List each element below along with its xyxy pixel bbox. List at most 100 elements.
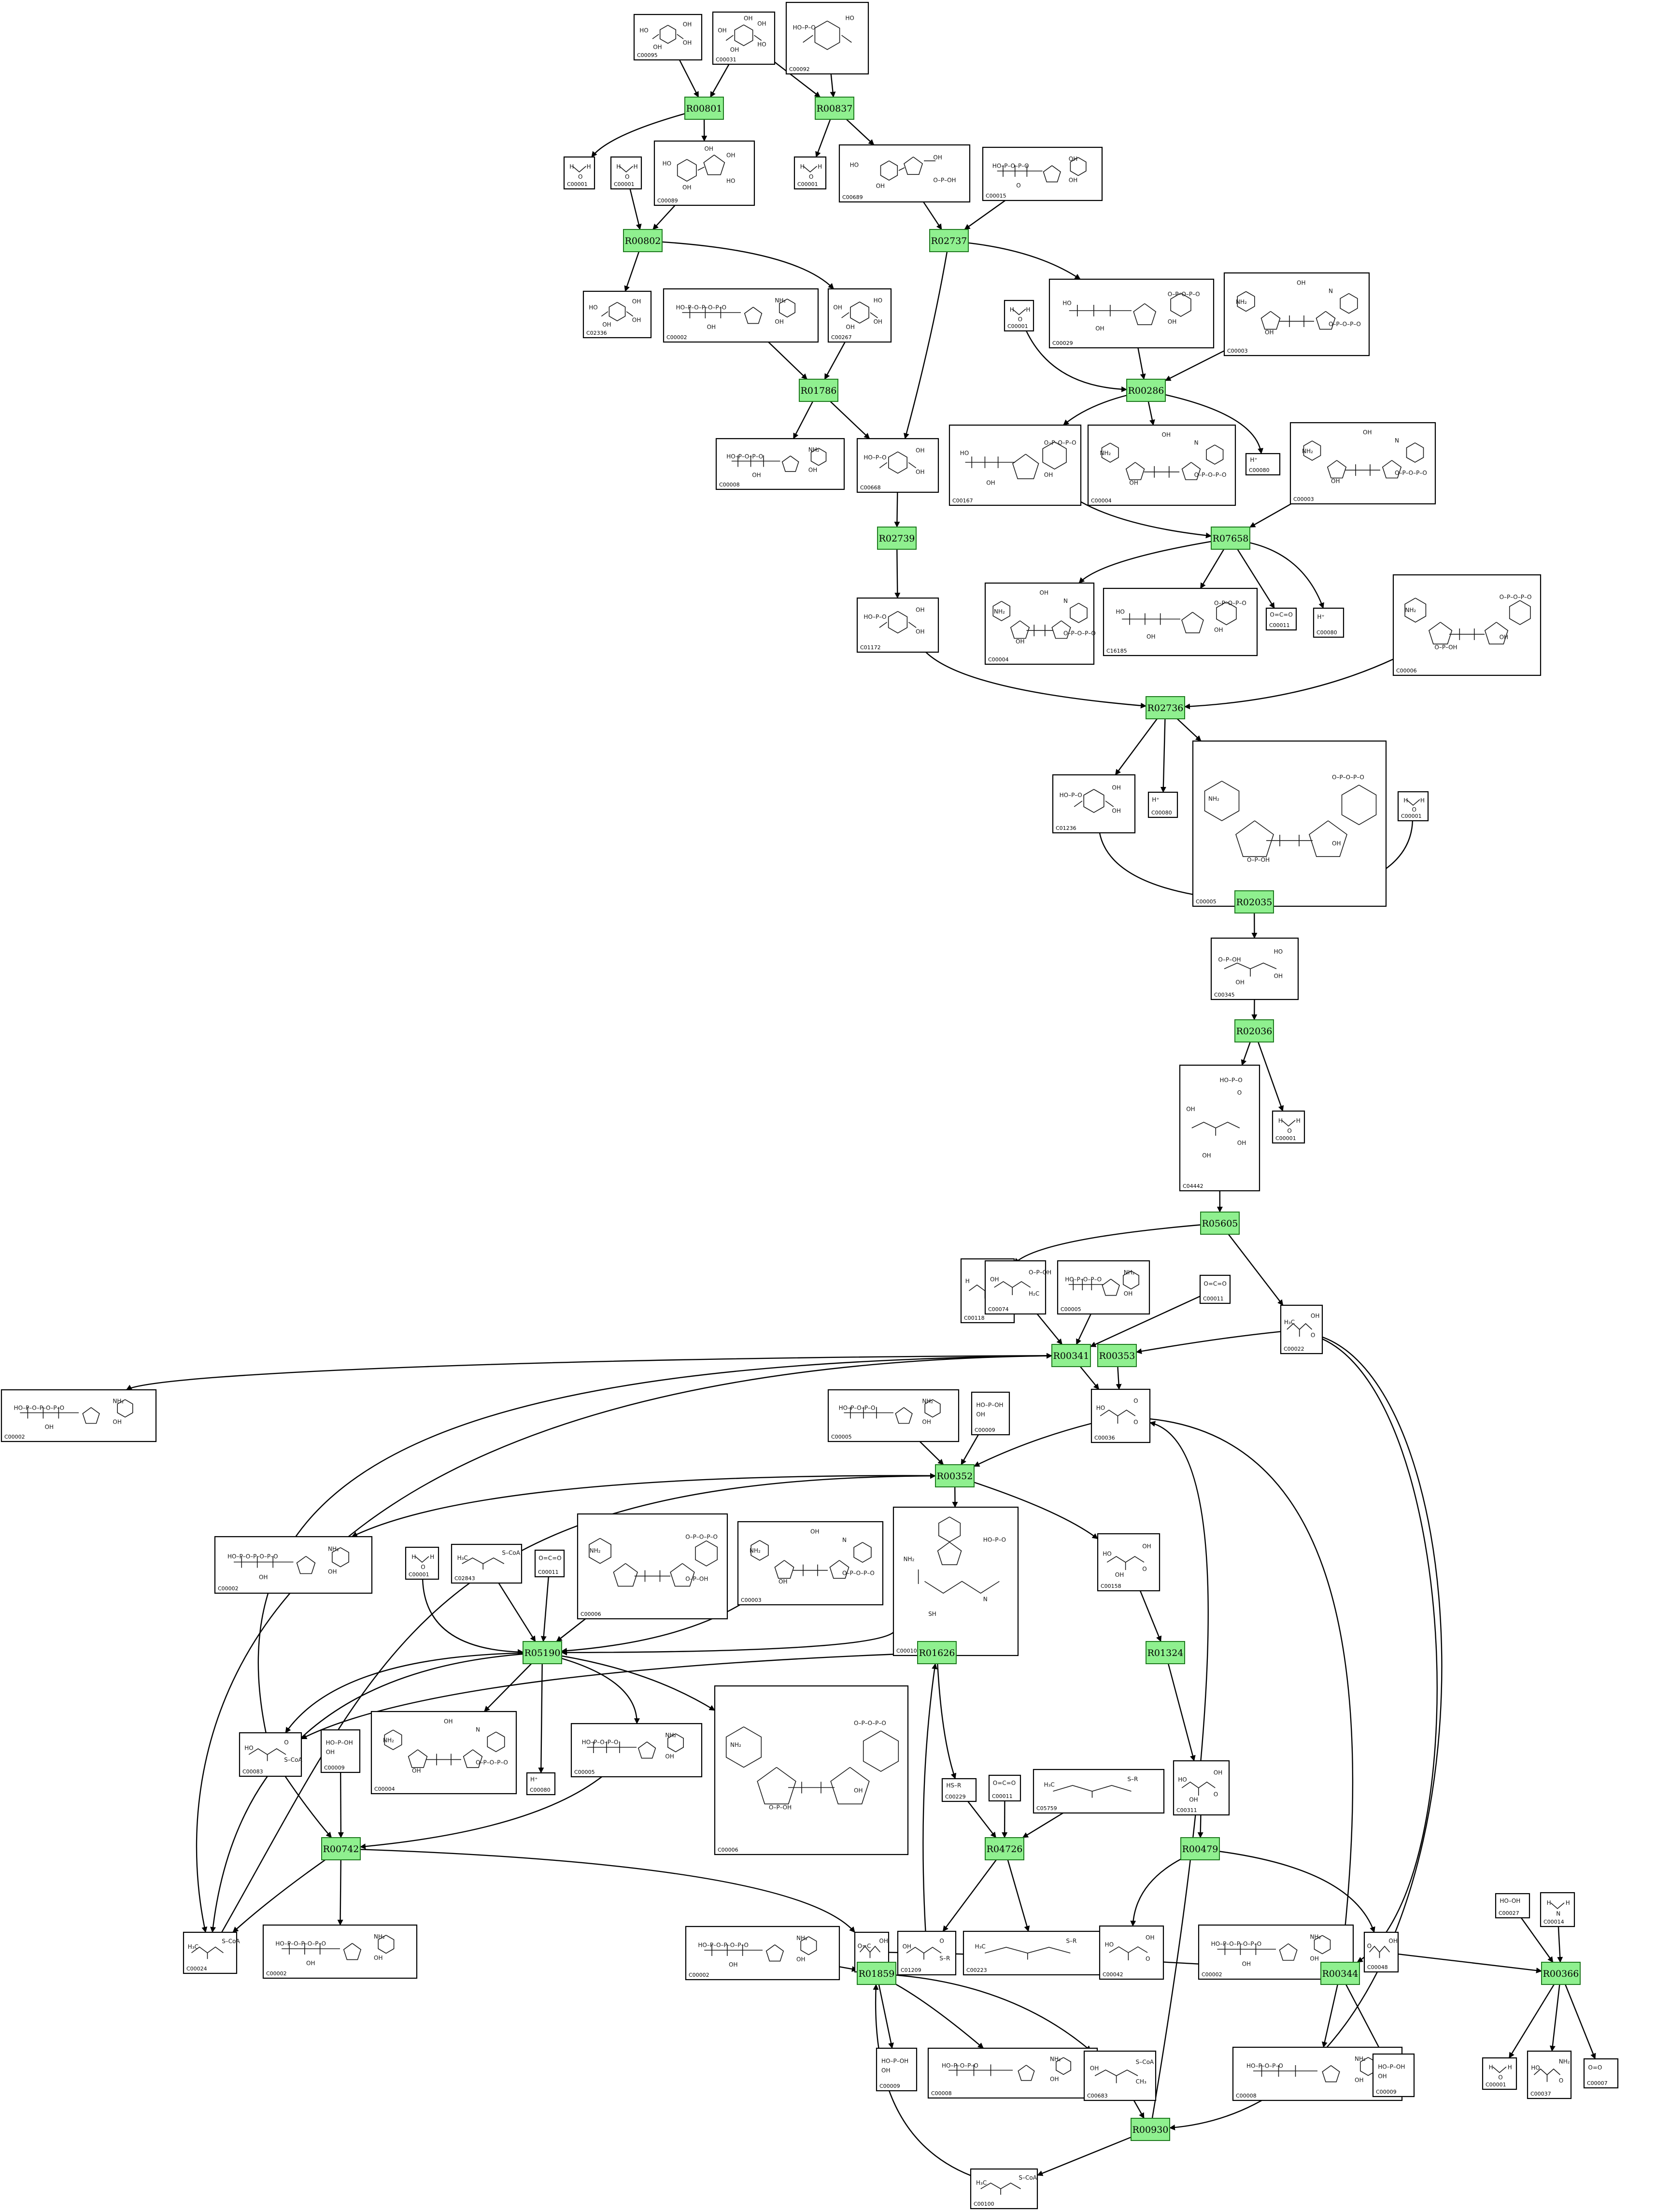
reaction-node[interactable]: R01324	[1146, 1641, 1185, 1664]
compound-node[interactable]: H⁺C00080	[1313, 607, 1345, 638]
reaction-node[interactable]: R02036	[1234, 1019, 1274, 1042]
reaction-node[interactable]: R00837	[815, 97, 854, 120]
reaction-node[interactable]: R02736	[1146, 696, 1185, 719]
compound-node[interactable]: H⁺C00080	[526, 1772, 556, 1796]
reaction-node[interactable]: R04726	[985, 1837, 1024, 1860]
reaction-node[interactable]: R00802	[623, 229, 663, 252]
compound-node[interactable]: H⁺C00080	[1147, 791, 1178, 818]
reaction-node[interactable]: R00352	[935, 1464, 975, 1487]
reaction-node[interactable]: R00344	[1320, 1962, 1360, 1985]
reaction-node[interactable]: R02739	[877, 527, 917, 550]
reaction-node[interactable]: R01786	[799, 379, 838, 402]
reaction-node[interactable]: R00353	[1097, 1344, 1137, 1367]
reaction-node[interactable]: R07658	[1211, 527, 1250, 550]
reaction-node[interactable]: R00341	[1051, 1344, 1091, 1367]
reaction-node[interactable]: R01626	[917, 1641, 957, 1664]
reaction-node[interactable]: R05190	[523, 1641, 562, 1664]
reaction-node[interactable]: R00479	[1180, 1837, 1220, 1860]
reaction-node[interactable]: R00366	[1541, 1962, 1581, 1985]
reaction-node[interactable]: R00801	[684, 97, 724, 120]
reaction-node[interactable]: R05605	[1200, 1212, 1240, 1235]
reaction-node[interactable]: R02737	[929, 229, 969, 252]
reaction-node[interactable]: R00286	[1126, 379, 1166, 402]
reaction-node[interactable]: R02035	[1234, 890, 1274, 913]
compound-node[interactable]: H⁺C00080	[1245, 453, 1281, 476]
reaction-node[interactable]: R00930	[1131, 2118, 1170, 2141]
reaction-node[interactable]: R01859	[857, 1962, 896, 1985]
